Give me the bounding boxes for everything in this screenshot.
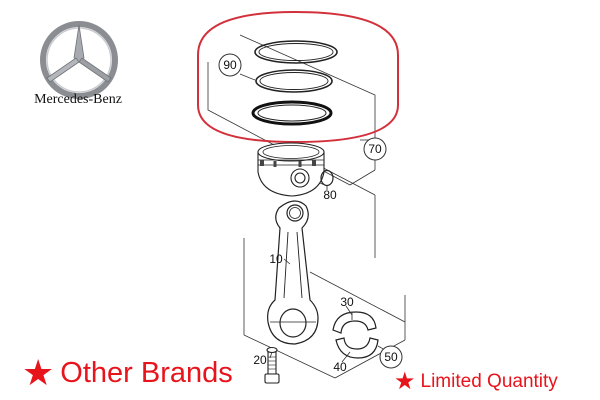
callout-80: 80	[323, 188, 337, 202]
callout-70: 70	[363, 137, 387, 161]
bearing-shells	[332, 311, 379, 359]
svg-text:90: 90	[223, 58, 237, 72]
piston-ring-set	[251, 40, 338, 126]
promo-limited-quantity: ★Limited Quantity	[394, 367, 558, 396]
callout-50: 50	[379, 345, 403, 369]
callout-40: 40	[333, 360, 347, 374]
callout-90: 90	[218, 53, 242, 77]
wrist-pin-clip	[320, 169, 334, 190]
star-icon: ★	[394, 368, 416, 395]
promo-other-brands-text: Other Brands	[60, 357, 233, 389]
svg-text:70: 70	[368, 142, 382, 156]
rod-bolt	[264, 346, 280, 384]
svg-text:50: 50	[384, 350, 398, 364]
highlight-outline	[197, 10, 399, 144]
mercedes-star-icon	[40, 21, 118, 99]
callout-20: 20	[253, 353, 267, 367]
promo-limited-quantity-text: Limited Quantity	[420, 371, 558, 392]
callout-10: 10	[269, 252, 283, 266]
brand-name: Mercedes-Benz	[34, 92, 122, 107]
star-icon: ★	[22, 352, 55, 393]
promo-other-brands: ★Other Brands	[22, 352, 233, 394]
connecting-rod	[267, 200, 319, 345]
piston	[257, 142, 325, 197]
callout-30: 30	[340, 295, 354, 309]
